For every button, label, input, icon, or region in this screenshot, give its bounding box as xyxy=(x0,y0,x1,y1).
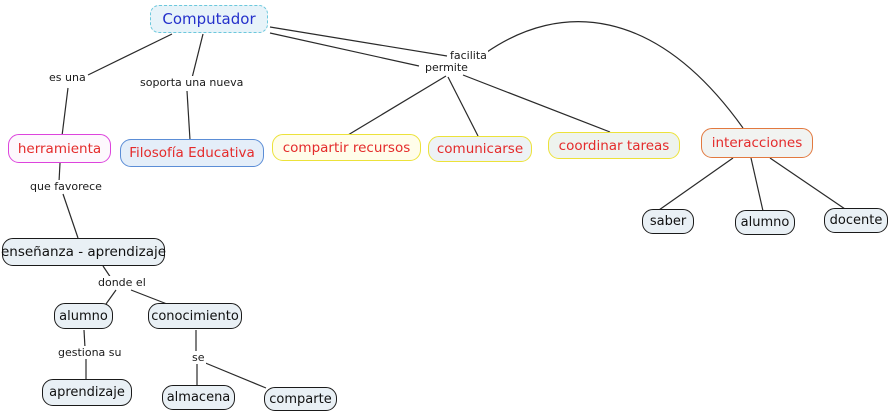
node-saber[interactable]: saber xyxy=(642,209,694,234)
node-herramienta[interactable]: herramienta xyxy=(8,134,111,163)
node-aprendizaje[interactable]: aprendizaje xyxy=(42,379,132,406)
edge-computador-esuna xyxy=(87,33,173,76)
node-computador[interactable]: Computador xyxy=(150,5,268,33)
linking-phrase-facilita[interactable]: facilita xyxy=(449,49,488,62)
node-interacciones[interactable]: interacciones xyxy=(701,128,813,158)
node-almacena[interactable]: almacena xyxy=(162,385,235,410)
edge-permite-comunicarse xyxy=(447,76,479,137)
node-coordinar-tareas[interactable]: coordinar tareas xyxy=(548,132,680,159)
edge-alumno-gestiona xyxy=(83,329,86,349)
edge-herramienta-quefavorece xyxy=(58,162,61,183)
edge-computador-facilita xyxy=(269,26,448,57)
node-filosofia-educativa[interactable]: Filosofía Educativa xyxy=(120,139,264,167)
edge-interacciones-alumno xyxy=(750,157,764,212)
linking-phrase-soporta-una-nueva[interactable]: soporta una nueva xyxy=(139,76,245,89)
node-comparte[interactable]: comparte xyxy=(264,387,337,411)
node-alumno-right[interactable]: alumno xyxy=(735,210,795,235)
edge-dondeel-conocimiento xyxy=(130,289,168,305)
edge-se-comparte xyxy=(202,361,267,389)
node-compartir-recursos[interactable]: compartir recursos xyxy=(272,134,421,161)
edge-dondeel-alumno xyxy=(105,289,117,305)
edge-computador-soporta xyxy=(191,33,204,79)
edge-esuna-herramienta xyxy=(61,87,69,137)
linking-phrase-es-una[interactable]: es una xyxy=(48,71,87,84)
edge-quefavorece-ensenanza xyxy=(62,193,79,239)
linking-phrase-gestiona-su[interactable]: gestiona su xyxy=(57,346,123,359)
edge-interacciones-docente xyxy=(769,157,846,210)
node-docente[interactable]: docente xyxy=(824,208,888,233)
edge-computador-permite xyxy=(269,32,420,67)
edge-permite-compartir xyxy=(347,75,447,136)
node-conocimiento[interactable]: conocimiento xyxy=(148,303,242,329)
edge-facilita-interacciones xyxy=(486,21,744,129)
node-ensenanza-aprendizaje[interactable]: enseñanza - aprendizaje xyxy=(1,238,166,266)
edge-interacciones-saber xyxy=(658,157,734,211)
edge-soporta-filosofia xyxy=(186,90,191,141)
node-comunicarse[interactable]: comunicarse xyxy=(428,136,532,162)
linking-phrase-se[interactable]: se xyxy=(191,351,206,364)
node-alumno-left[interactable]: alumno xyxy=(54,303,113,329)
edge-permite-coordinar xyxy=(462,74,611,133)
linking-phrase-que-favorece[interactable]: que favorece xyxy=(29,180,103,193)
linking-phrase-permite[interactable]: permite xyxy=(424,61,469,74)
linking-phrase-donde-el[interactable]: donde el xyxy=(97,276,147,289)
